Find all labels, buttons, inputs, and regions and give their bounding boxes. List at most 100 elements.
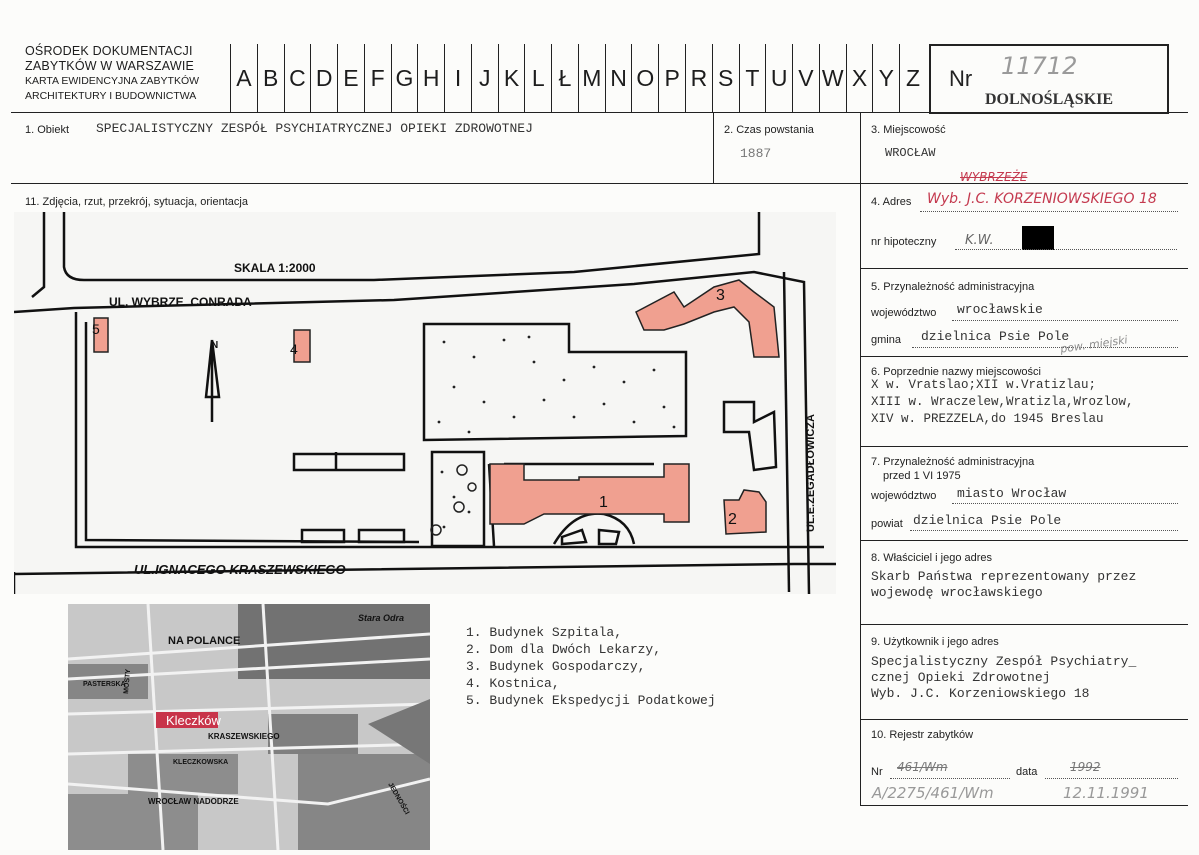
building-3-label: 3 [716,287,725,304]
divider [713,112,714,184]
map-label-mosty: MOSTY [123,668,132,694]
former-names-1: X w. Vratslao;XII w.Vratizlau; [871,378,1097,392]
legend-item-2: 2. Dom dla Dwóch Lekarzy, [466,642,662,657]
field-9-label: 9. Użytkownik i jego adres [871,636,999,648]
map-label-kleczkowska: KLECZKOWSKA [173,759,228,766]
voivodeship-pre75-label: województwo [871,490,937,502]
dotted-rule [910,530,1178,532]
alphabet-letter: R [685,44,712,112]
dotted-rule [920,211,1178,213]
user-line-3: Wyb. J.C. Korzeniowskiego 18 [871,686,1090,701]
building-1-label: 1 [599,494,608,511]
divider [860,540,1188,541]
field-4-value: Wyb. J.C. KORZENIOWSKIEGO 18 [927,191,1157,207]
divider [860,624,1188,625]
building-4-label: 4 [290,341,298,357]
county-value: dzielnica Psie Pole [913,513,1062,528]
field-6-label: 6. Poprzednie nazwy miejscowości [871,366,1041,378]
dotted-rule [952,320,1178,322]
voivodeship-pre75-value: miasto Wrocław [957,486,1067,501]
county-label: powiat [871,518,903,530]
dotted-rule [1045,778,1178,780]
voivodeship-value: wrocławskie [957,302,1043,317]
alphabet-letter: L [524,44,551,112]
field-7-sublabel: przed 1 VI 1975 [883,470,961,482]
scale-label: SKALA 1:2000 [234,261,316,275]
alphabet-letter: M [577,44,605,112]
gmina-label: gmina [871,334,901,346]
register-nr-struck: 461/Wm [897,760,948,774]
register-date-label: data [1016,766,1038,778]
organization-header: OŚRODEK DOKUMENTACJI ZABYTKÓW W WARSZAWI… [25,44,199,104]
alphabet-letter: H [417,44,444,112]
street-top-label: UL. WYBRZE. CONRADA [109,295,252,309]
alphabet-letter: K [497,44,525,112]
owner-line-1: Skarb Państwa reprezentowany przez [871,569,1137,584]
alphabet-letter: Z [899,44,926,112]
building-5-label: 5 [92,321,100,337]
divider [11,183,1188,184]
city-map-photo: NA POLANCE Stara Odra PASTERSKA KRASZEWS… [67,603,431,851]
legend-item-3: 3. Budynek Gospodarczy, [466,659,646,674]
alphabet-letter: P [658,44,685,112]
divider [860,112,861,806]
alphabet-letter: J [470,44,498,112]
alphabet-letter: I [444,44,471,112]
alphabet-letter: F [363,44,391,112]
building-2-label: 2 [728,511,737,528]
divider [860,268,1188,269]
alphabet-letter: V [792,44,819,112]
alphabet-letter: C [283,44,311,112]
plan-legend: 1. Budynek Szpitala, 2. Dom dla Dwóch Le… [466,624,716,709]
field-7-label: 7. Przynależność administracyjna [871,456,1035,468]
field-5-label: 5. Przynależność administracyjna [871,281,1035,293]
alphabet-letter: S [711,44,739,112]
map-label-nadodrze: WROCŁAW NADODRZE [148,797,239,806]
user-line-1: Specjalistyczny Zespół Psychiatry_ [871,654,1137,669]
field-1-label: 1. Obiekt [25,124,70,136]
alphabet-letter: G [390,44,418,112]
register-nr-new: A/2275/461/Wm [872,784,994,802]
north-label: N [211,340,218,351]
register-nr-label: Nr [871,766,883,778]
alphabet-letter: Y [872,44,899,112]
mortgage-value: K.W. [965,233,994,248]
divider [860,446,1188,447]
org-line-3: KARTA EWIDENCYJNA ZABYTKÓW [25,75,200,87]
gmina-value: dzielnica Psie Pole [921,329,1070,344]
field-10-label: 10. Rejestr zabytków [871,729,974,741]
divider [11,112,1188,113]
field-4-label: 4. Adres [871,196,912,208]
map-label-kleczkow: Kleczków [166,713,222,728]
alphabet-letter: X [845,44,873,112]
legend-item-4: 4. Kostnica, [466,676,560,691]
dotted-rule [955,249,1177,251]
map-label-kraszewskiego: KRASZEWSKIEGO [208,732,280,741]
street-bottom-label: UL.IGNACEGO KRASZEWSKIEGO [134,562,346,577]
alphabet-letter: A [230,44,257,112]
alphabet-letter: O [631,44,658,112]
dotted-rule [912,347,1178,349]
former-names-2: XIII w. Wraczelew,Wratizla,Wrozlow, [871,395,1134,409]
record-number-box: Nr 11712 DOLNOŚLĄSKIE [929,44,1169,114]
divider [860,719,1188,720]
alphabet-letter: Ł [551,44,578,112]
alphabet-letter: U [765,44,792,112]
field-8-label: 8. Właściciel i jego adres [871,552,993,564]
alphabet-letter: T [738,44,766,112]
alphabet-letter: N [604,44,632,112]
alphabet-letter: W [818,44,846,112]
nr-label: Nr [949,66,973,91]
pencil-note: pow. miejski [1059,333,1129,356]
org-line-2: ZABYTKÓW W WARSZAWIE [25,59,195,73]
field-3-label: 3. Miejscowość [871,124,946,136]
field-3-value: WROCŁAW [885,146,936,160]
legend-item-1: 1. Budynek Szpitala, [466,625,623,640]
dotted-rule [890,778,1010,780]
field-2-value: 1887 [740,146,772,161]
street-right-label: UL.E.ZEGADŁOWICZA [805,414,817,532]
legend-item-5: 5. Budynek Ekspedycji Podatkowej [466,693,716,708]
voivodeship-label: województwo [871,307,937,319]
